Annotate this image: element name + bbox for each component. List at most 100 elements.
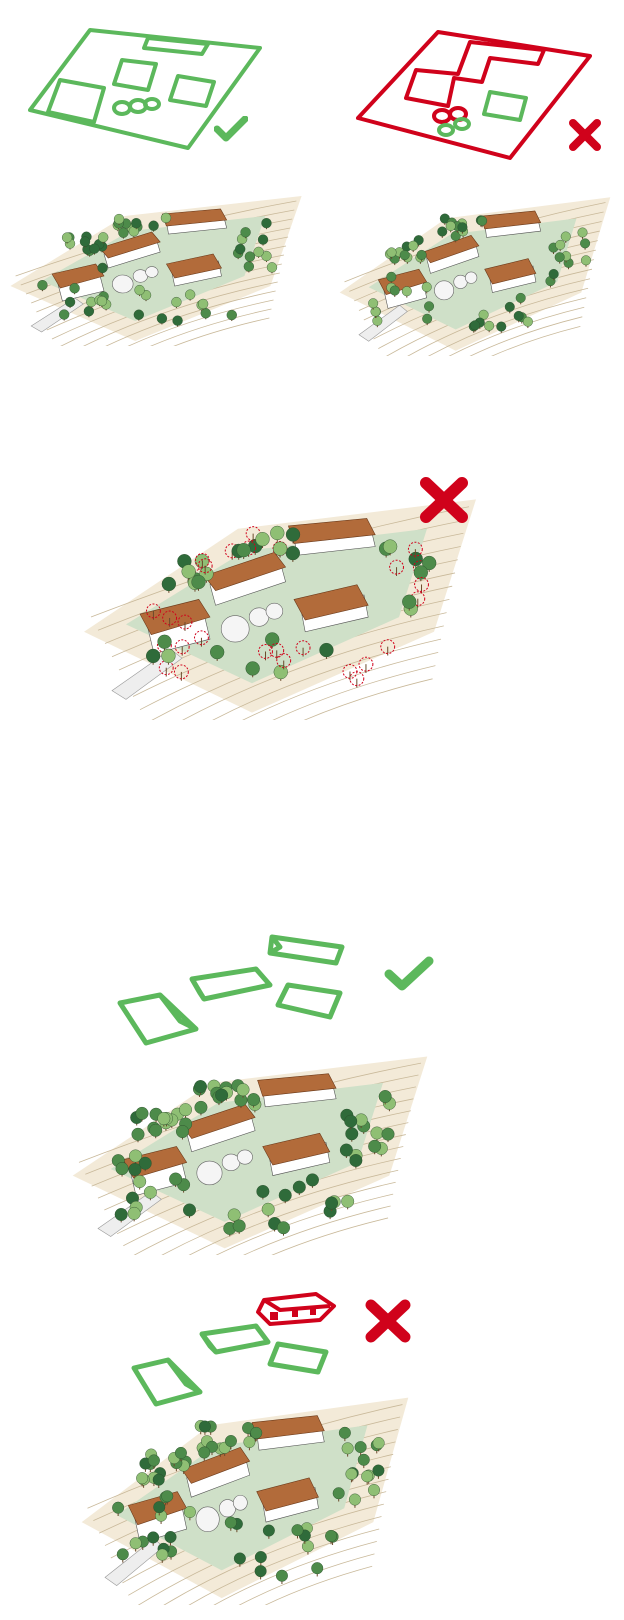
tree (387, 248, 397, 258)
tree (225, 1435, 237, 1447)
tree (136, 1472, 148, 1484)
tree (273, 542, 287, 556)
tree (276, 1570, 288, 1582)
tree (161, 213, 171, 223)
tree (373, 1465, 385, 1477)
tree (133, 1175, 146, 1188)
farm-aerial-illustration (60, 1030, 440, 1255)
tree (267, 262, 277, 272)
tree (97, 296, 107, 306)
tree (165, 1531, 177, 1543)
tree (340, 1144, 353, 1157)
tree (215, 1089, 228, 1102)
tree (146, 649, 160, 663)
tree (225, 1517, 237, 1529)
tree (484, 321, 494, 331)
silo (233, 1495, 247, 1510)
tree (130, 1537, 142, 1549)
tree (179, 1103, 192, 1116)
tree (368, 1484, 380, 1496)
tree (580, 239, 590, 249)
tree (424, 301, 434, 311)
silo (112, 275, 133, 293)
tree (263, 1525, 275, 1537)
tree (257, 1185, 270, 1198)
tree (158, 1112, 171, 1125)
silo (266, 603, 283, 619)
tree (256, 532, 270, 546)
tree (245, 252, 255, 262)
tree (198, 299, 208, 309)
tree (437, 227, 447, 237)
tree (277, 1221, 290, 1234)
tree (446, 221, 456, 231)
tree (158, 635, 172, 649)
tree (157, 314, 167, 324)
tree (98, 263, 108, 273)
tree (387, 272, 397, 282)
tree (117, 1548, 129, 1560)
tree (422, 314, 432, 324)
tree (228, 1209, 241, 1222)
tree (302, 1541, 314, 1553)
tree (286, 528, 300, 542)
tree (131, 218, 141, 228)
tree (227, 310, 237, 320)
tree (169, 1173, 182, 1186)
tree (292, 1524, 304, 1536)
farm-aerial-illustration (70, 1370, 420, 1605)
tree (241, 227, 251, 237)
tree (129, 1163, 142, 1176)
tree (346, 1468, 358, 1480)
cross-icon (364, 1298, 412, 1344)
tree (417, 250, 427, 260)
tree (371, 1127, 384, 1140)
tree (306, 1174, 319, 1187)
cross-icon (568, 118, 602, 152)
tree (149, 221, 159, 231)
tree (516, 293, 526, 303)
tree (270, 526, 284, 540)
tree (311, 1562, 323, 1574)
tree (344, 1115, 357, 1128)
silo (221, 616, 249, 642)
check-icon (384, 956, 434, 992)
tree (333, 1487, 345, 1499)
tree (250, 1427, 262, 1439)
tree (112, 1502, 124, 1514)
tree (505, 302, 515, 312)
house-outline-rejected (258, 1294, 334, 1324)
tree (514, 311, 524, 321)
check-icon (214, 116, 248, 142)
tree (578, 228, 588, 238)
tree (470, 320, 480, 330)
tree (84, 306, 94, 316)
tree (235, 244, 245, 254)
tree (184, 1506, 196, 1518)
tree (342, 1443, 354, 1455)
tree (80, 237, 90, 247)
farm-aerial-roof-good (60, 1030, 440, 1255)
tree (162, 577, 176, 591)
tree (37, 280, 47, 290)
silo (465, 272, 477, 283)
tree (254, 247, 264, 257)
tree (98, 232, 108, 242)
tree (194, 1080, 207, 1093)
tree (555, 240, 565, 250)
tree (144, 1186, 157, 1199)
tree (382, 1128, 395, 1141)
tree (320, 643, 334, 657)
tree (293, 1181, 306, 1194)
tree (162, 649, 176, 663)
tree (383, 540, 397, 554)
tree (199, 1421, 211, 1433)
tree (237, 1083, 250, 1096)
tree (477, 216, 487, 226)
tree (581, 256, 591, 266)
tree (325, 1197, 338, 1210)
tree (234, 1553, 246, 1565)
tree (368, 1140, 381, 1153)
tree (458, 222, 468, 232)
tree (59, 310, 69, 320)
